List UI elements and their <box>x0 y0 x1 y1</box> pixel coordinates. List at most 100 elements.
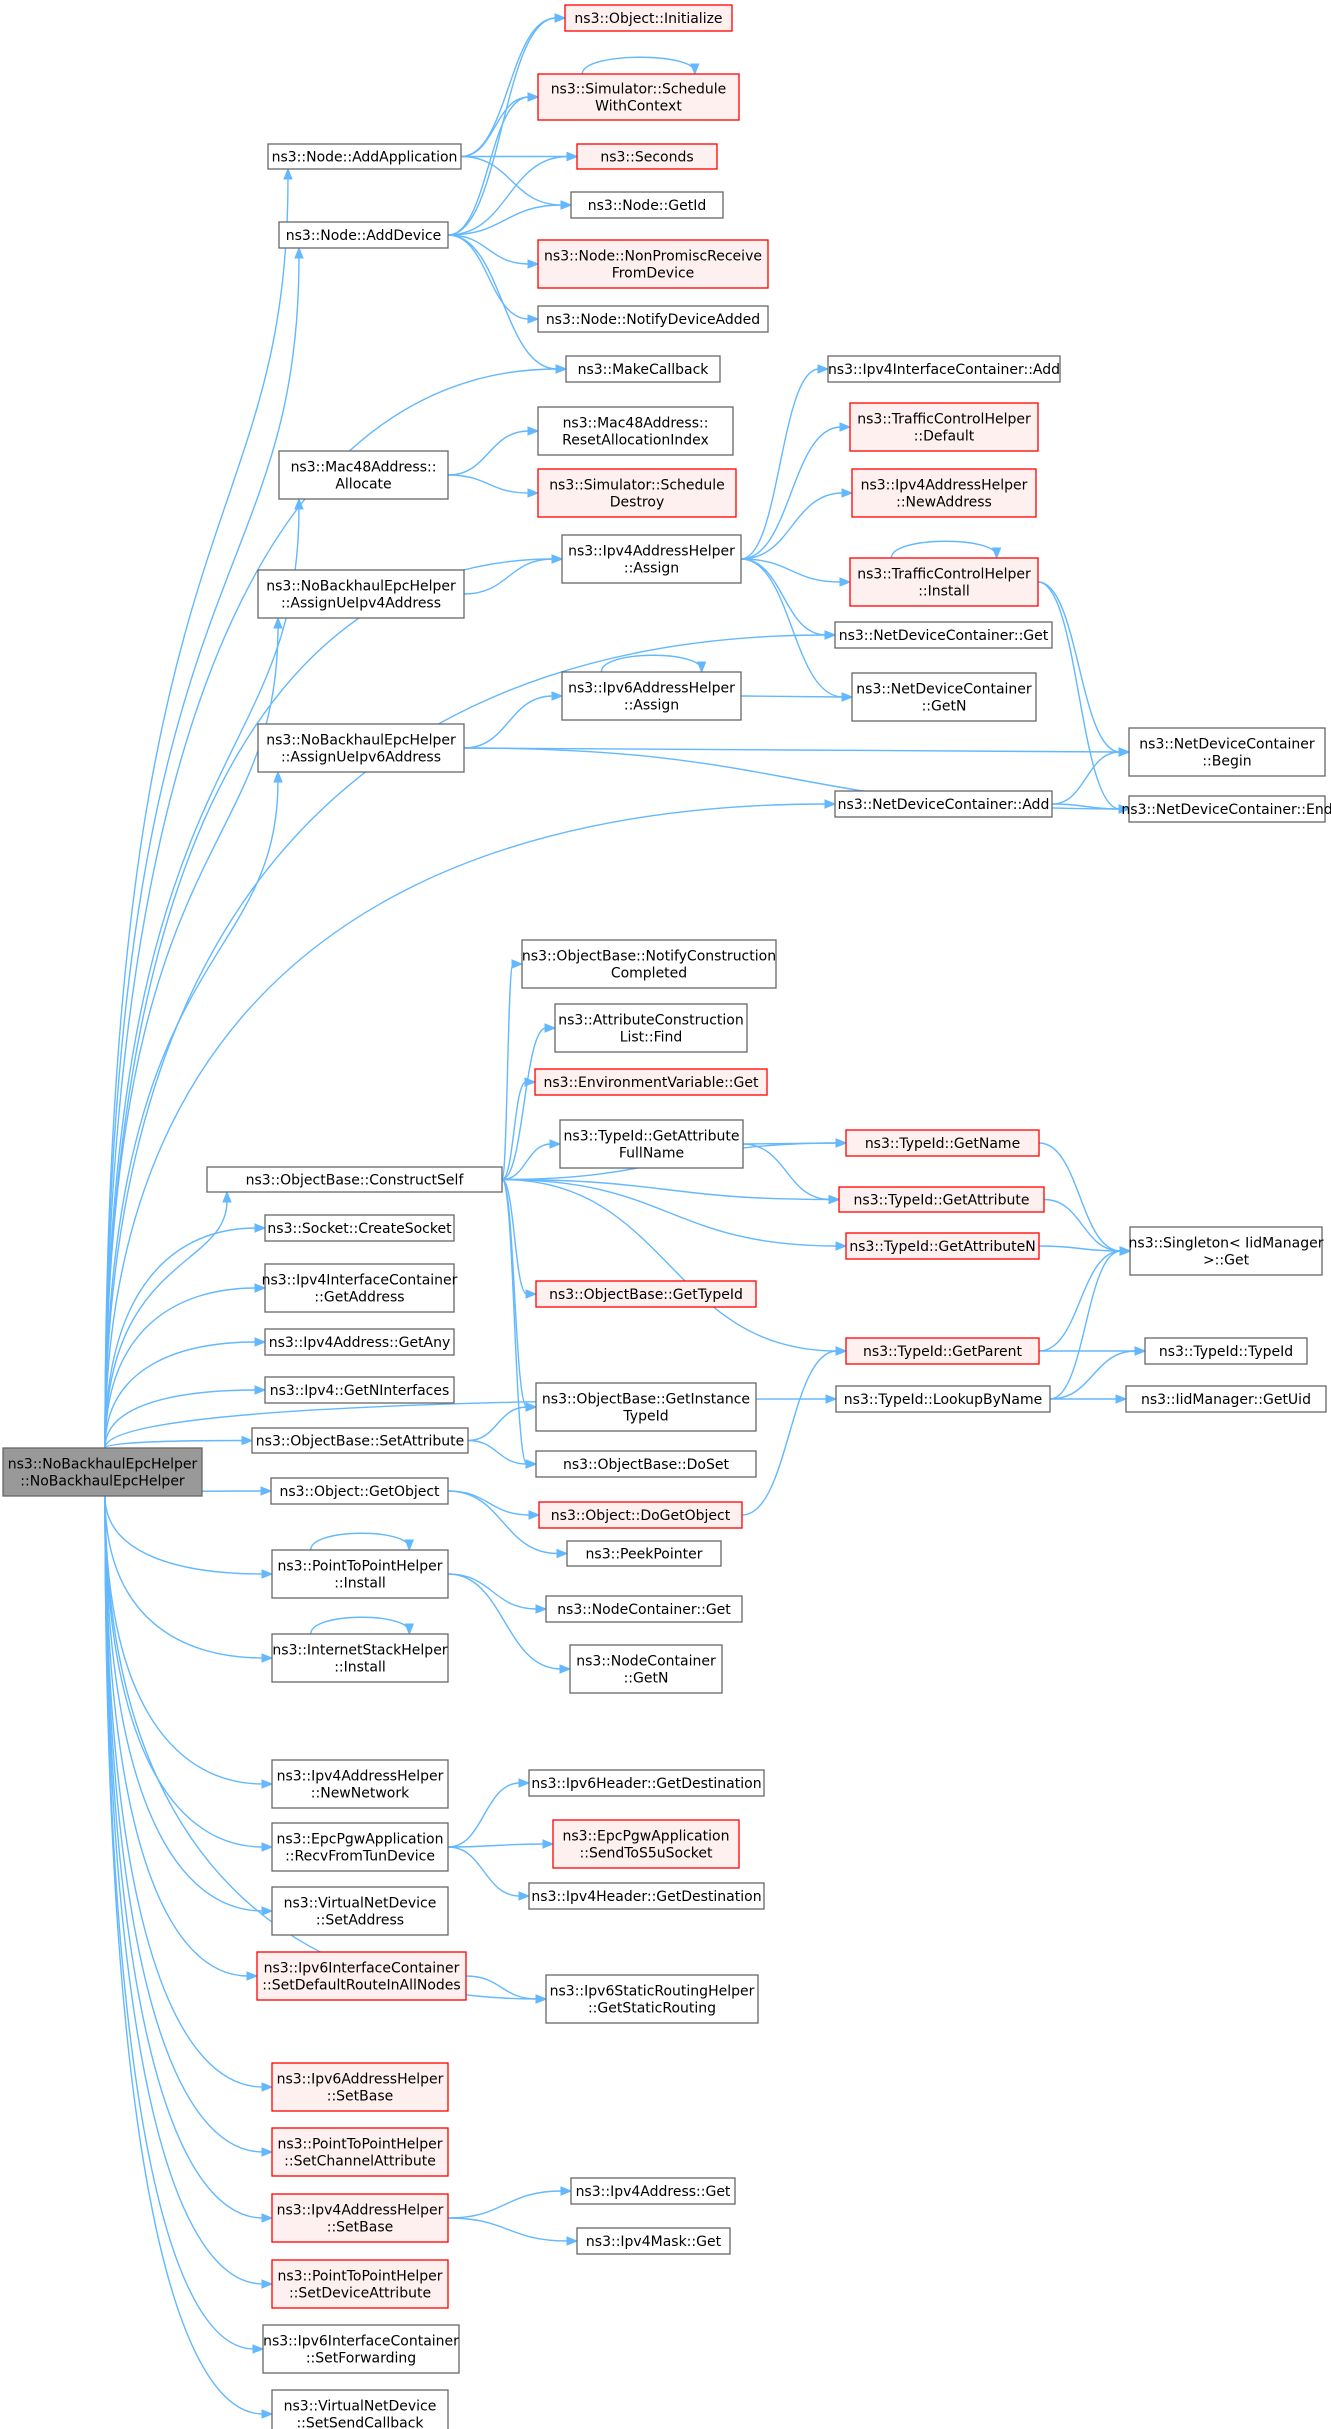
function-node-n-ish-install[interactable]: ns3::InternetStackHelper::Install <box>271 1633 449 1683</box>
node-label: ns3::Seconds <box>600 150 693 166</box>
node-label: ns3::Object::DoGetObject <box>551 1508 731 1524</box>
node-label: ns3::Object::Initialize <box>574 11 722 27</box>
function-node-n-ipv4ic-getaddr[interactable]: ns3::Ipv4InterfaceContainer::GetAddress <box>262 1263 458 1313</box>
call-edge <box>740 422 852 560</box>
function-node-n-obj-dogetobj[interactable]: ns3::Object::DoGetObject <box>538 1501 743 1529</box>
function-node-n-ob-notify[interactable]: ns3::ObjectBase::NotifyConstructionCompl… <box>521 939 777 989</box>
function-node-n-ndc-getn[interactable]: ns3::NetDeviceContainer::GetN <box>851 672 1037 722</box>
function-node-n-peekptr[interactable]: ns3::PeekPointer <box>566 1540 722 1567</box>
function-node-n-vnd-setaddr[interactable]: ns3::VirtualNetDevice::SetAddress <box>271 1886 449 1936</box>
function-node-n-ipv4newaddr[interactable]: ns3::Ipv4AddressHelper::NewAddress <box>851 468 1037 518</box>
function-node-n-obj-init[interactable]: ns3::Object::Initialize <box>564 4 733 32</box>
node-label: ::Install <box>334 1660 386 1676</box>
function-node-n-nc-get[interactable]: ns3::NodeContainer::Get <box>545 1595 743 1623</box>
node-label: ns3::PeekPointer <box>586 1547 703 1563</box>
function-node-n-mac48reset[interactable]: ns3::Mac48Address::ResetAllocationIndex <box>537 406 734 456</box>
function-node-n-obj-getobj[interactable]: ns3::Object::GetObject <box>270 1477 449 1505</box>
function-node-n-nc-getn[interactable]: ns3::NodeContainer::GetN <box>569 1644 723 1694</box>
function-node-n-makecb[interactable]: ns3::MakeCallback <box>565 355 721 383</box>
function-node-n-ipv4mask-get[interactable]: ns3::Ipv4Mask::Get <box>576 2227 731 2255</box>
function-node-n-p2p-setdev[interactable]: ns3::PointToPointHelper::SetDeviceAttrib… <box>271 2259 449 2309</box>
function-node-n-ipv4hdr-dest[interactable]: ns3::Ipv4Header::GetDestination <box>528 1882 765 1910</box>
node-box <box>528 1769 765 1797</box>
function-node-n-ob-setattr[interactable]: ns3::ObjectBase::SetAttribute <box>251 1427 469 1454</box>
function-node-n-tid-getparent[interactable]: ns3::TypeId::GetParent <box>845 1337 1040 1365</box>
function-node-n-ipv6assign[interactable]: ns3::Ipv6AddressHelper::Assign <box>561 671 742 721</box>
node-label: ns3::AttributeConstruction <box>558 1013 743 1029</box>
function-node-n-envvar[interactable]: ns3::EnvironmentVariable::Get <box>534 1068 768 1096</box>
function-node-n-ndc-end[interactable]: ns3::NetDeviceContainer::End <box>1121 795 1331 823</box>
call-edge <box>104 1337 267 1449</box>
node-box <box>851 672 1037 722</box>
function-node-n-ipv6ic-setdef[interactable]: ns3::Ipv6InterfaceContainer::SetDefaultR… <box>256 1951 467 2001</box>
function-node-n-ipv4assign[interactable]: ns3::Ipv4AddressHelper::Assign <box>561 534 742 584</box>
function-node-n-assign6[interactable]: ns3::NoBackhaulEpcHelper::AssignUeIpv6Ad… <box>257 723 465 773</box>
function-node-n-ndc-add[interactable]: ns3::NetDeviceContainer::Add <box>834 790 1053 818</box>
function-node-n-ipv6ic-setfwd[interactable]: ns3::Ipv6InterfaceContainer::SetForwardi… <box>262 2324 460 2374</box>
node-box <box>535 1280 757 1308</box>
function-node-n-vnd-setsendcb[interactable]: ns3::VirtualNetDevice::SetSendCallback <box>271 2389 449 2429</box>
call-edge <box>1049 1246 1132 1400</box>
function-node-n-ob-doset[interactable]: ns3::ObjectBase::DoSet <box>535 1450 757 1478</box>
node-label: ns3::NetDeviceContainer::Add <box>838 797 1050 813</box>
function-node-n-tch-install[interactable]: ns3::TrafficControlHelper::Install <box>849 557 1039 607</box>
function-node-n-mac48alloc[interactable]: ns3::Mac48Address::Allocate <box>278 450 449 500</box>
function-node-n-ob-gettypeid[interactable]: ns3::ObjectBase::GetTypeId <box>535 1280 757 1308</box>
function-node-n-ipv4icadd[interactable]: ns3::Ipv4InterfaceContainer::Add <box>827 355 1061 383</box>
function-node-n-ipv4-getnif[interactable]: ns3::Ipv4::GetNInterfaces <box>264 1376 455 1404</box>
call-edge <box>501 1178 538 1299</box>
function-node-n-ipv4-newnet[interactable]: ns3::Ipv4AddressHelper::NewNetwork <box>271 1759 449 1809</box>
node-label: ns3::NoBackhaulEpcHelper <box>266 579 456 595</box>
function-node-n-p2p-install[interactable]: ns3::PointToPointHelper::Install <box>271 1549 449 1599</box>
function-node-n-assign4[interactable]: ns3::NoBackhaulEpcHelper::AssignUeIpv4Ad… <box>257 569 465 619</box>
function-node-n-tid-lookup[interactable]: ns3::TypeId::LookupByName <box>835 1385 1051 1413</box>
call-edge <box>1050 1394 1128 1404</box>
function-node-n-tid-getattrn[interactable]: ns3::TypeId::GetAttributeN <box>845 1232 1040 1260</box>
function-node-n-singleton[interactable]: ns3::Singleton< IidManager>::Get <box>1129 1226 1324 1276</box>
function-node-n-ipv4addr-get[interactable]: ns3::Ipv4Address::Get <box>570 2177 736 2205</box>
function-node-n-ipv6hdr-dest[interactable]: ns3::Ipv6Header::GetDestination <box>528 1769 765 1797</box>
function-node-n-p2p-setchan[interactable]: ns3::PointToPointHelper::SetChannelAttri… <box>271 2127 449 2177</box>
function-node-n-ndc-begin[interactable]: ns3::NetDeviceContainer::Begin <box>1128 727 1326 777</box>
node-label: FullName <box>619 1146 684 1162</box>
node-label: TypeId <box>622 1409 668 1425</box>
node-box <box>528 1882 765 1910</box>
function-node-n-iid-getuid[interactable]: ns3::IidManager::GetUid <box>1125 1385 1327 1413</box>
function-node-n-tid-getattr[interactable]: ns3::TypeId::GetAttribute <box>838 1186 1045 1213</box>
function-node-n-construct[interactable]: ns3::ObjectBase::ConstructSelf <box>206 1166 503 1193</box>
function-node-n-tch-default[interactable]: ns3::TrafficControlHelper::Default <box>849 402 1039 452</box>
call-edge <box>104 770 283 1449</box>
function-node-root[interactable]: ns3::NoBackhaulEpcHelper::NoBackhaulEpcH… <box>2 1447 203 1497</box>
function-node-n-ipv6srh-get[interactable]: ns3::Ipv6StaticRoutingHelper::GetStaticR… <box>545 1974 759 2024</box>
function-node-n-ipv6ah-setbase[interactable]: ns3::Ipv6AddressHelper::SetBase <box>271 2062 449 2112</box>
function-node-n-seconds[interactable]: ns3::Seconds <box>576 143 718 170</box>
function-node-n-addapp[interactable]: ns3::Node::AddApplication <box>267 143 462 170</box>
call-edge <box>1038 1142 1132 1256</box>
function-node-n-epc-sends5u[interactable]: ns3::EpcPgwApplication::SendToS5uSocket <box>552 1819 740 1869</box>
function-node-n-ipv4addr-getany[interactable]: ns3::Ipv4Address::GetAny <box>264 1328 455 1356</box>
call-edge <box>501 959 524 1181</box>
call-edge <box>447 2186 573 2219</box>
function-node-n-tid-typeid[interactable]: ns3::TypeId::TypeId <box>1144 1337 1308 1365</box>
function-node-n-createsock[interactable]: ns3::Socket::CreateSocket <box>264 1214 455 1242</box>
function-node-n-notify[interactable]: ns3::Node::NotifyDeviceAdded <box>537 305 769 333</box>
node-box <box>534 1068 768 1096</box>
function-node-n-ndc-get[interactable]: ns3::NetDeviceContainer::Get <box>834 621 1053 649</box>
call-edge <box>890 540 1002 560</box>
node-label: ns3::Node::GetId <box>588 198 706 214</box>
function-node-n-tid-getname[interactable]: ns3::TypeId::GetName <box>845 1129 1040 1157</box>
node-box <box>845 1337 1040 1365</box>
function-node-n-epc-recv[interactable]: ns3::EpcPgwApplication::RecvFromTunDevic… <box>271 1822 449 1872</box>
node-label: ns3::Simulator::Schedule <box>549 478 725 494</box>
call-edge <box>460 92 540 158</box>
function-node-n-getid[interactable]: ns3::Node::GetId <box>570 191 724 219</box>
function-node-n-adddev[interactable]: ns3::Node::AddDevice <box>278 221 449 249</box>
function-node-n-ipv4ah-setbase[interactable]: ns3::Ipv4AddressHelper::SetBase <box>271 2193 449 2243</box>
call-edge <box>447 1573 548 1614</box>
